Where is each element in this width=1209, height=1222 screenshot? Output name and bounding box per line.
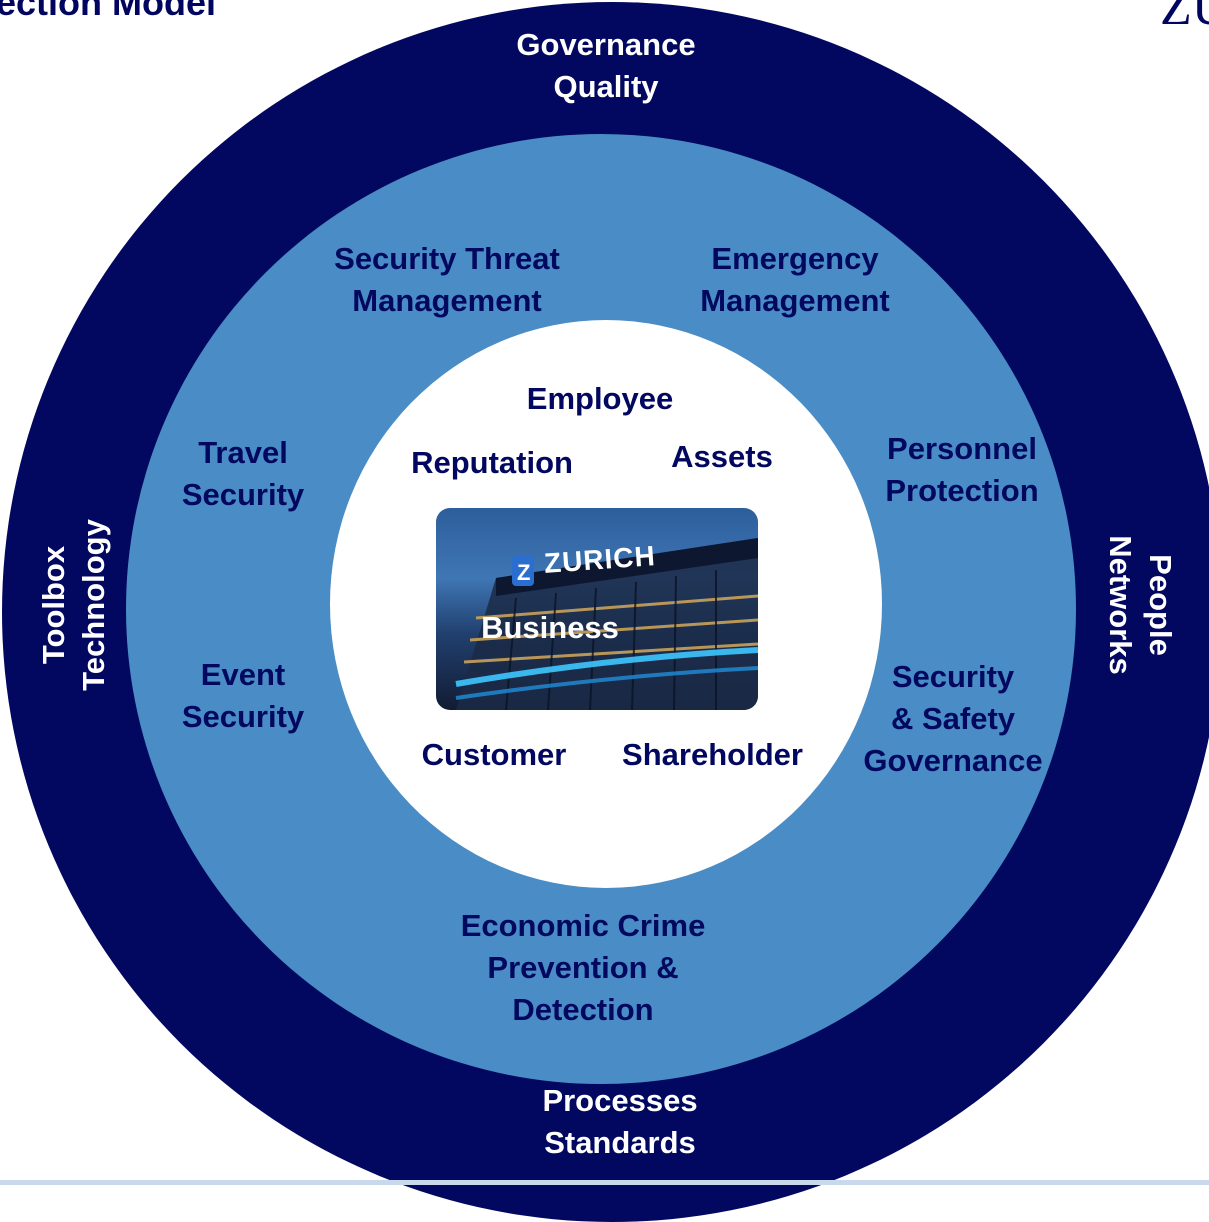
label-travel-security: Travel Security	[181, 435, 305, 512]
label-employee: Employee	[526, 381, 674, 416]
label-shareholder: Shareholder	[622, 737, 803, 772]
outer-label-left: Toolbox Technology	[36, 519, 111, 691]
label-assets: Assets	[671, 439, 773, 474]
svg-text:Z: Z	[517, 560, 530, 585]
footer-divider	[0, 1180, 1209, 1185]
label-security-threat-management: Security Threat Management	[334, 241, 560, 318]
label-event-security: Event Security	[181, 657, 305, 734]
business-building-photo: Z ZURICH Business	[436, 508, 758, 710]
outer-label-bottom: Processes Standards	[542, 1083, 698, 1160]
outer-label-right: People Networks	[1103, 535, 1178, 675]
outer-label-top: Governance Quality	[516, 27, 696, 104]
label-business: Business	[481, 610, 619, 645]
label-emergency-management: Emergency Management	[700, 241, 890, 318]
label-personnel-protection: Personnel Protection	[885, 431, 1039, 508]
zurich-logo: ZU	[1160, 0, 1209, 36]
label-security-safety-governance: Security & Safety Governance	[863, 659, 1043, 778]
label-economic-crime: Economic Crime Prevention & Detection	[460, 908, 706, 1027]
page-title: ection Model	[0, 0, 217, 23]
label-customer: Customer	[421, 737, 567, 772]
label-reputation: Reputation	[411, 445, 573, 480]
